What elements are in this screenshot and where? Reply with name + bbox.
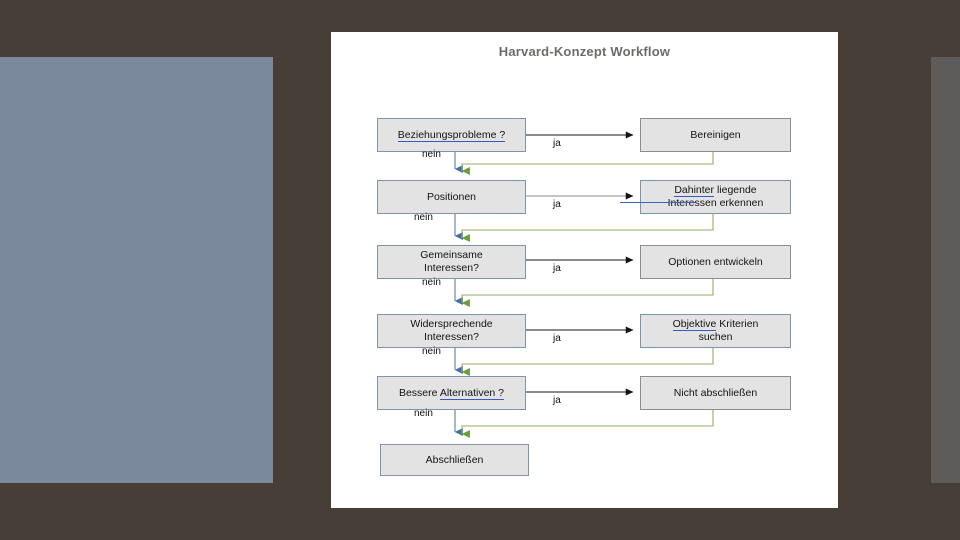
flowchart: Beziehungsprobleme ? ja nein Bereinigen … <box>331 32 838 508</box>
action-node-2[interactable]: Dahinter liegende Interessen erkennen <box>640 180 791 214</box>
decision-node-4[interactable]: Widersprechende Interessen? <box>377 314 526 348</box>
yes-label-5: ja <box>553 395 561 406</box>
decision-node-1[interactable]: Beziehungsprobleme ? <box>377 118 526 152</box>
decision-node-1-label: Beziehungsprobleme ? <box>397 128 506 142</box>
no-label-4: nein <box>422 346 441 357</box>
decision-node-3[interactable]: Gemeinsame Interessen? <box>377 245 526 279</box>
no-label-5: nein <box>414 408 433 419</box>
decision-node-5-label: Bessere Alternativen ? <box>398 386 505 400</box>
no-label-2: nein <box>414 212 433 223</box>
decision-node-2[interactable]: Positionen <box>377 180 526 214</box>
action-node-5-label: Nicht abschließen <box>673 386 758 399</box>
action-node-4-label: Objektive Kriterien suchen <box>672 318 759 343</box>
page-title: Harvard-Konzept Workflow <box>498 44 671 59</box>
left-background-panel <box>0 57 273 483</box>
action-node-2-label: Dahinter liegende Interessen erkennen <box>667 184 764 209</box>
action-node-4[interactable]: Objektive Kriterien suchen <box>640 314 791 348</box>
right-background-strip <box>931 57 960 483</box>
stray-underline-artifact <box>620 202 695 203</box>
action-node-3[interactable]: Optionen entwickeln <box>640 245 791 279</box>
decision-node-4-label: Widersprechende Interessen? <box>410 318 493 343</box>
action-node-1-label: Bereinigen <box>690 128 741 141</box>
yes-label-2: ja <box>553 199 561 210</box>
decision-node-2-label: Positionen <box>426 190 477 203</box>
yes-label-4: ja <box>553 333 561 344</box>
action-node-1[interactable]: Bereinigen <box>640 118 791 152</box>
terminal-node-label: Abschließen <box>425 453 484 466</box>
no-label-1: nein <box>422 149 441 160</box>
action-node-3-label: Optionen entwickeln <box>668 255 763 268</box>
decision-node-5[interactable]: Bessere Alternativen ? <box>377 376 526 410</box>
yes-label-3: ja <box>553 263 561 274</box>
slide: Harvard-Konzept Workflow <box>331 32 838 508</box>
terminal-node[interactable]: Abschließen <box>380 444 529 476</box>
flow-connectors <box>454 131 714 438</box>
yes-label-1: ja <box>553 138 561 149</box>
action-node-5[interactable]: Nicht abschließen <box>640 376 791 410</box>
decision-node-3-label: Gemeinsame Interessen? <box>420 249 483 274</box>
no-label-3: nein <box>422 277 441 288</box>
